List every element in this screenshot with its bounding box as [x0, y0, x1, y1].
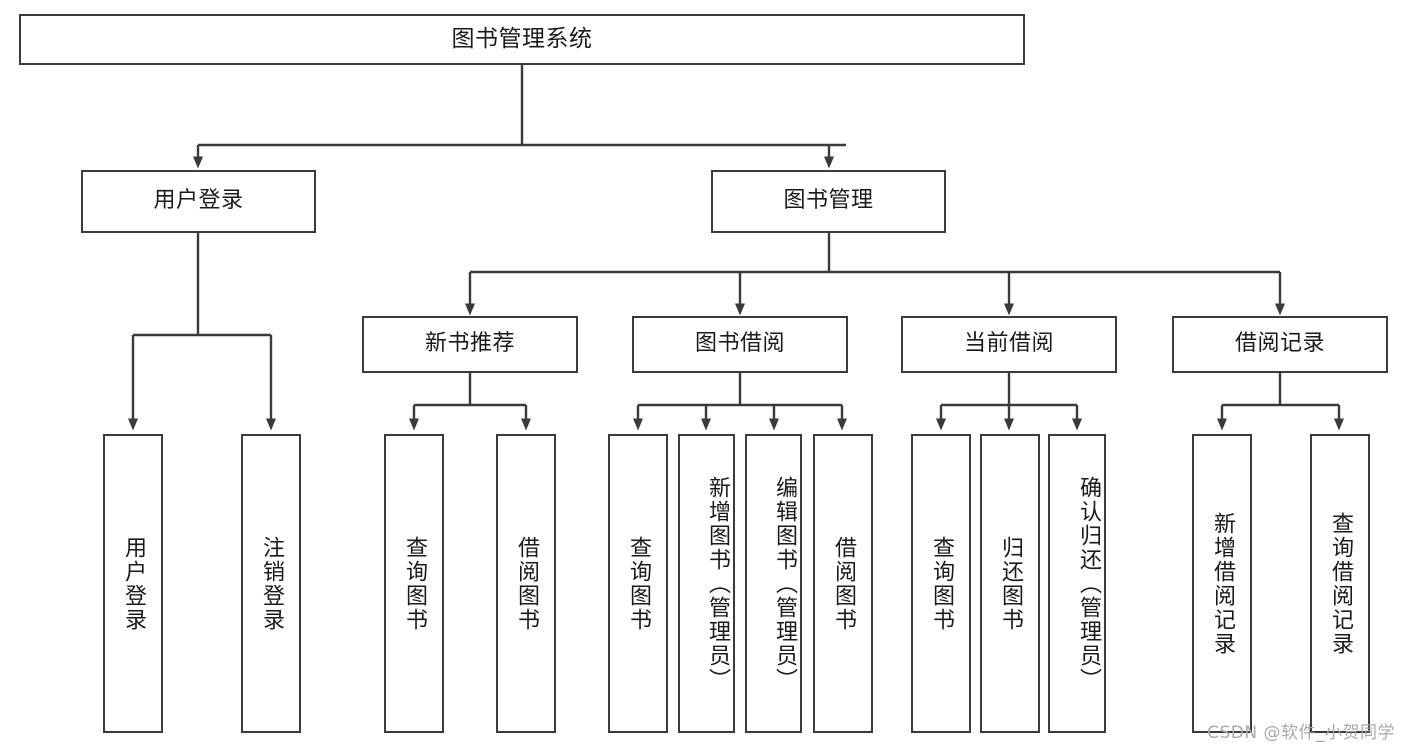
- leaf-new-book-borrow-book[interactable]: 借阅图书: [496, 434, 556, 733]
- leaf-book-borrow-borrow-book[interactable]: 借阅图书: [813, 434, 873, 733]
- node-label: 用户登录: [153, 188, 244, 214]
- node-label: 当前借阅: [963, 331, 1054, 357]
- leaf-user-login-logout[interactable]: 注销登录: [241, 434, 301, 733]
- node-label: 新增图书（管理员）: [705, 475, 730, 692]
- leaf-new-book-query-book[interactable]: 查询图书: [384, 434, 444, 733]
- node-borrow-record[interactable]: 借阅记录: [1172, 316, 1388, 373]
- node-label: 借阅记录: [1234, 331, 1325, 357]
- node-book-management[interactable]: 图书管理: [711, 170, 946, 233]
- node-label: 查询图书: [626, 535, 651, 632]
- leaf-borrow-record-query-record[interactable]: 查询借阅记录: [1310, 434, 1370, 733]
- leaf-book-borrow-edit-book-admin[interactable]: 编辑图书（管理员）: [745, 434, 802, 733]
- node-label: 查询图书: [402, 535, 427, 632]
- node-label: 借阅图书: [831, 535, 856, 632]
- node-book-borrow[interactable]: 图书借阅: [632, 316, 848, 373]
- leaf-book-borrow-query-book[interactable]: 查询图书: [608, 434, 668, 733]
- node-label: 图书借阅: [694, 331, 785, 357]
- node-label: 图书管理系统: [451, 25, 593, 52]
- node-label: 归还图书: [998, 535, 1023, 632]
- node-label: 注销登录: [259, 535, 284, 632]
- node-label: 编辑图书（管理员）: [772, 475, 797, 692]
- leaf-borrow-record-add-record[interactable]: 新增借阅记录: [1192, 434, 1252, 733]
- leaf-current-borrow-confirm-return-admin[interactable]: 确认归还（管理员）: [1048, 434, 1106, 733]
- csdn-watermark: CSDN @软件_小贺同学: [1207, 723, 1395, 743]
- leaf-book-borrow-add-book-admin[interactable]: 新增图书（管理员）: [678, 434, 735, 733]
- node-label: 借阅图书: [514, 535, 539, 632]
- node-new-book-recommend[interactable]: 新书推荐: [362, 316, 578, 373]
- node-label: 查询借阅记录: [1328, 511, 1353, 656]
- node-current-borrow[interactable]: 当前借阅: [901, 316, 1117, 373]
- leaf-current-borrow-return-book[interactable]: 归还图书: [980, 434, 1040, 733]
- leaf-current-borrow-query-book[interactable]: 查询图书: [911, 434, 971, 733]
- leaf-user-login-login[interactable]: 用户登录: [103, 434, 163, 733]
- node-label: 用户登录: [121, 535, 146, 632]
- node-label: 图书管理: [783, 188, 874, 214]
- node-label: 新增借阅记录: [1210, 511, 1235, 656]
- node-label: 新书推荐: [424, 331, 515, 357]
- node-user-login[interactable]: 用户登录: [81, 170, 316, 233]
- node-root-book-management-system[interactable]: 图书管理系统: [19, 14, 1025, 65]
- node-label: 确认归还（管理员）: [1076, 475, 1101, 692]
- node-label: 查询图书: [929, 535, 954, 632]
